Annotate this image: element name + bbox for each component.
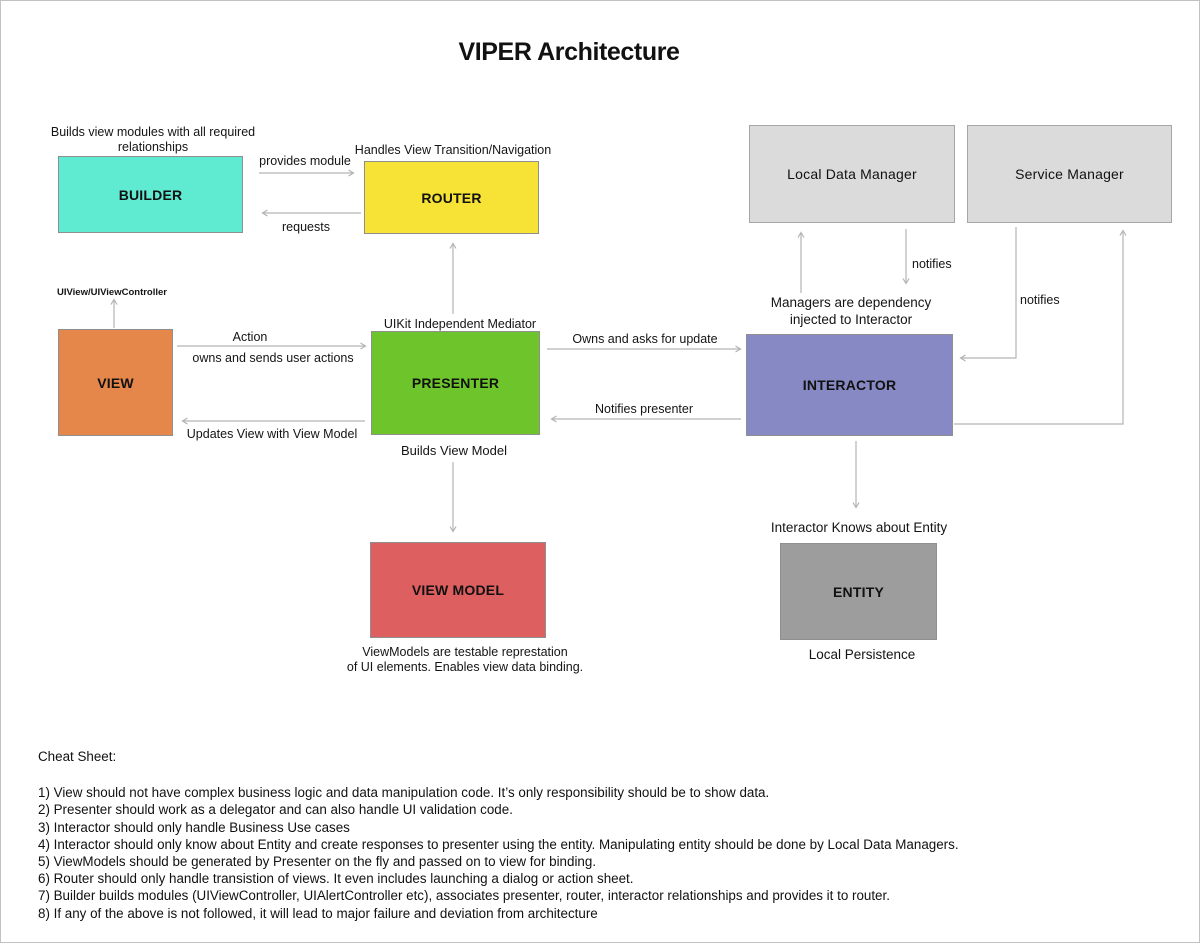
builds-view-model-label: Builds View Model: [401, 443, 507, 458]
cheat-sheet-item: 2) Presenter should work as a delegator …: [38, 802, 513, 818]
service-manager-box: Service Manager: [967, 125, 1172, 223]
interactor-label: INTERACTOR: [802, 377, 897, 393]
cheat-sheet: Cheat Sheet: 1) View should not have com…: [38, 748, 959, 922]
view-model-note: ViewModels are testable represtation of …: [346, 645, 584, 674]
cheat-sheet-item: 4) Interactor should only know about Ent…: [38, 836, 959, 852]
router-note: Handles View Transition/Navigation: [354, 143, 552, 157]
provides-module-label: provides module: [259, 154, 351, 168]
router-label: ROUTER: [421, 189, 482, 206]
presenter-box: PRESENTER: [371, 331, 540, 435]
diagram-title: VIPER Architecture: [458, 38, 680, 66]
cheat-sheet-item: 3) Interactor should only handle Busines…: [38, 819, 350, 835]
view-label: VIEW: [97, 374, 134, 391]
service-manager-label: Service Manager: [1015, 166, 1124, 182]
uiview-note: UIView/UIViewController: [57, 287, 167, 298]
entity-note: Interactor Knows about Entity: [770, 520, 948, 535]
presenter-label: PRESENTER: [411, 375, 500, 391]
view-model-box: VIEW MODEL: [370, 542, 546, 638]
entity-label: ENTITY: [833, 583, 884, 600]
local-persistence-label: Local Persistence: [808, 647, 916, 662]
requests-label: requests: [282, 220, 330, 234]
builder-note: Builds view modules with all required re…: [50, 125, 256, 154]
cheat-sheet-item: 7) Builder builds modules (UIViewControl…: [38, 888, 890, 904]
notifies-presenter-label: Notifies presenter: [595, 402, 693, 416]
view-model-label: VIEW MODEL: [411, 582, 505, 598]
local-data-manager-box: Local Data Manager: [749, 125, 955, 223]
managers-note: Managers are dependency injected to Inte…: [770, 295, 932, 327]
entity-box: ENTITY: [780, 543, 937, 640]
interactor-box: INTERACTOR: [746, 334, 953, 436]
arrow-interactor-to-service-manager: [954, 231, 1123, 425]
cheat-sheet-item: 5) ViewModels should be generated by Pre…: [38, 854, 597, 870]
owns-and-sends-label: owns and sends user actions: [192, 351, 354, 365]
cheat-sheet-item: 6) Router should only handle transistion…: [38, 871, 634, 887]
owns-and-asks-label: Owns and asks for update: [572, 332, 718, 346]
updates-view-label: Updates View with View Model: [186, 427, 358, 441]
action-label: Action: [232, 330, 268, 344]
view-box: VIEW: [58, 329, 173, 436]
notifies-local-label: notifies: [912, 257, 952, 271]
cheat-sheet-item: 1) View should not have complex business…: [38, 785, 770, 801]
cheat-sheet-item: 8) If any of the above is not followed, …: [38, 905, 598, 921]
presenter-note: UIKit Independent Mediator: [383, 317, 537, 331]
builder-box: BUILDER: [58, 156, 243, 233]
cheat-sheet-heading: Cheat Sheet:: [38, 749, 117, 764]
builder-label: BUILDER: [118, 186, 183, 203]
notifies-service-label: notifies: [1020, 293, 1060, 307]
arrow-service-manager-notifies-interactor: [961, 227, 1017, 358]
router-box: ROUTER: [364, 161, 539, 234]
local-data-manager-label: Local Data Manager: [787, 166, 917, 182]
